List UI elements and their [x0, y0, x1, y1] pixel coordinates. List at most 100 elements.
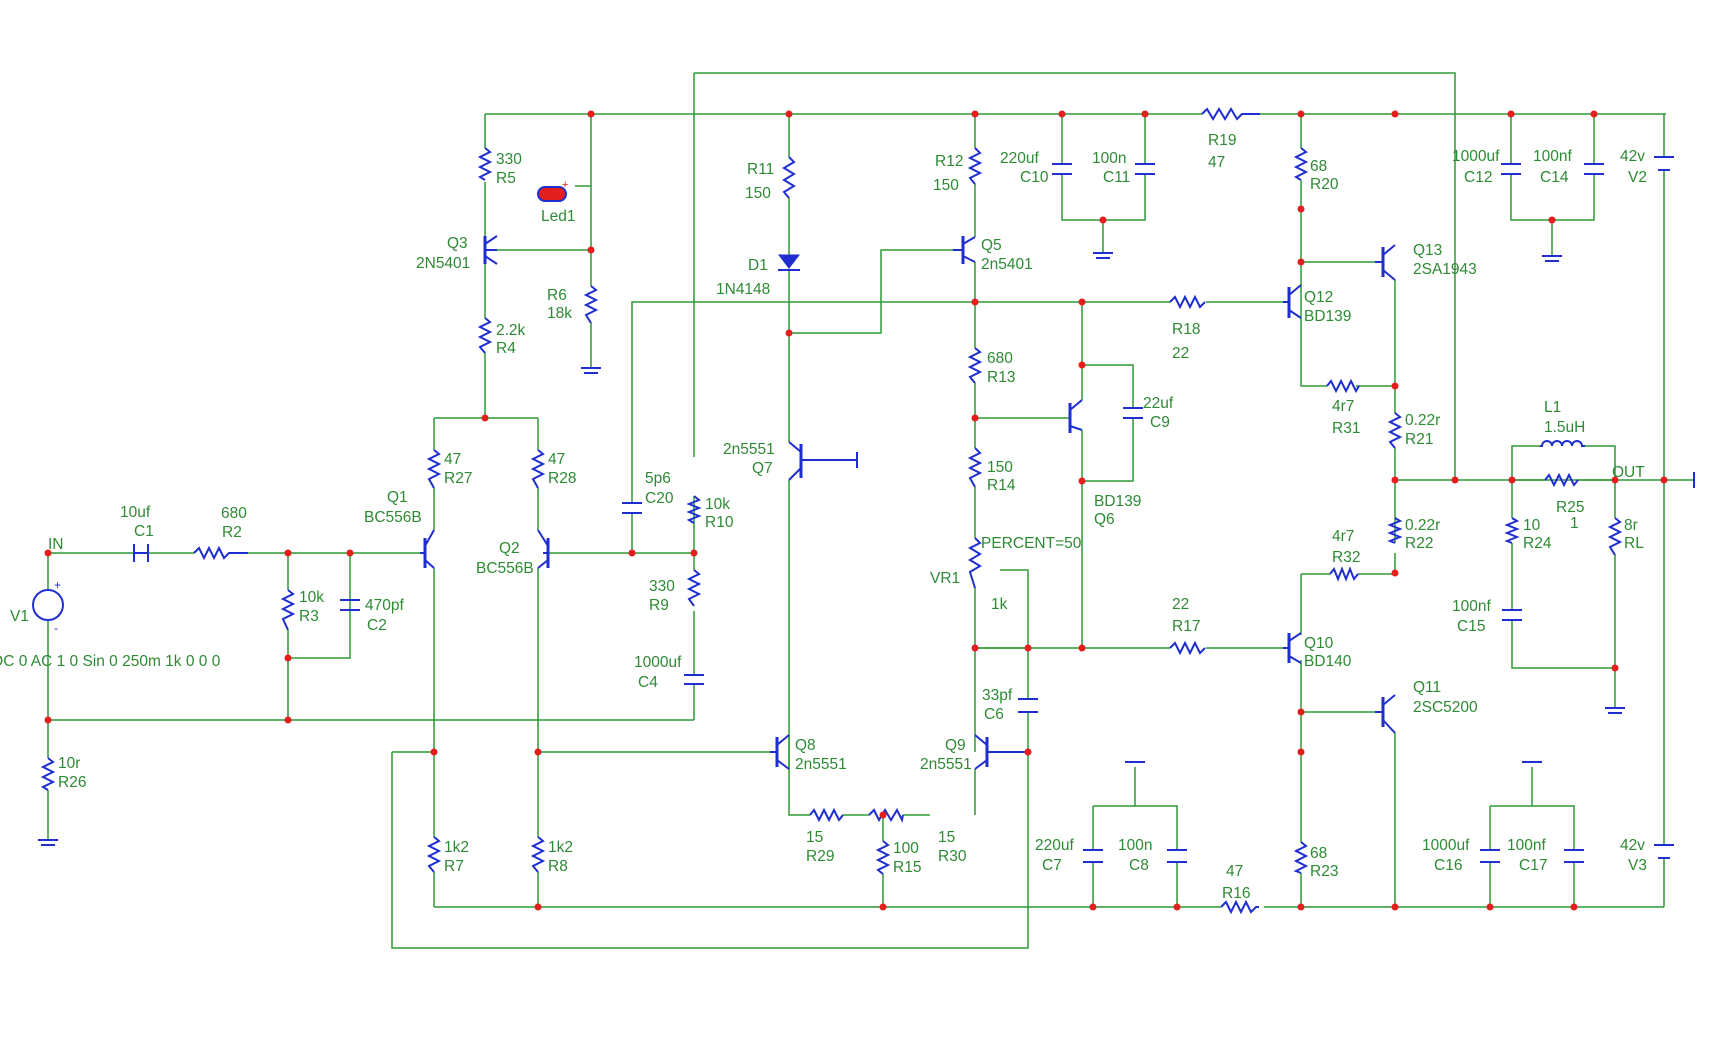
battery-V2 [1654, 156, 1674, 171]
label-v3: V3 [1628, 857, 1647, 874]
transistor-Q12 [1283, 284, 1302, 319]
resistor-R31 [1326, 378, 1360, 394]
ground-icon [38, 839, 58, 846]
label-d1-val: 1N4148 [716, 281, 770, 298]
label-r23: R23 [1310, 863, 1338, 880]
resistor-R17 [1169, 640, 1206, 656]
transistor-Q8 [770, 734, 790, 770]
label-c4: C4 [638, 674, 658, 691]
label-q8: Q8 [795, 737, 816, 754]
transistors [420, 235, 1396, 770]
capacitor-C17 [1564, 849, 1584, 863]
label-q3-val: 2N5401 [416, 255, 470, 272]
labels: IN OUT DC 0 AC 1 0 Sin 0 250m 1k 0 0 0 P… [0, 132, 1647, 902]
label-r14: R14 [987, 477, 1016, 494]
label-q11-val: 2SC5200 [1413, 699, 1478, 716]
label-r26: R26 [58, 774, 86, 791]
label-c14-val: 100nf [1533, 148, 1572, 165]
label-l1: L1 [1544, 399, 1561, 416]
label-r2: R2 [222, 524, 242, 541]
resistor-R28 [530, 449, 546, 489]
label-q7: Q7 [752, 460, 773, 477]
label-r5-val: 330 [496, 151, 522, 168]
label-q12: Q12 [1304, 289, 1333, 306]
resistor-R30 [868, 807, 904, 824]
transistor-Q11 [1375, 694, 1396, 734]
label-q2: Q2 [499, 540, 520, 557]
label-q8-val: 2n5551 [795, 756, 847, 773]
label-r25: R25 [1556, 499, 1584, 516]
label-c20-val: 5p6 [645, 470, 671, 487]
label-v3-val: 42v [1620, 837, 1645, 854]
label-r8: R8 [548, 858, 568, 875]
label-q2-val: BC556B [476, 560, 534, 577]
label-q7-val: 2n5551 [723, 441, 775, 458]
label-c8-val: 100n [1118, 837, 1152, 854]
label-q6-val: BD139 [1094, 493, 1141, 510]
resistor-R4 [477, 317, 493, 354]
label-r16-val: 47 [1226, 863, 1243, 880]
label-d1: D1 [748, 257, 768, 274]
resistor-R27 [426, 449, 442, 489]
transistor-Q2 [537, 529, 550, 569]
label-r13-val: 680 [987, 350, 1013, 367]
resistor-R14 [967, 447, 983, 488]
label-r16: R16 [1222, 885, 1250, 902]
resistor-R6 [583, 285, 599, 324]
label-r29: R29 [806, 848, 834, 865]
label-v2-val: 42v [1620, 148, 1645, 165]
label-c6: C6 [984, 706, 1004, 723]
label-c2-val: 470pf [365, 597, 404, 614]
resistor-R23 [1293, 841, 1309, 874]
label-c15-val: 100nf [1452, 598, 1491, 615]
label-r6: R6 [547, 287, 567, 304]
resistor-R29 [809, 807, 844, 823]
label-r30: R30 [938, 848, 967, 865]
ground-icon [581, 367, 601, 374]
resistor-R15 [875, 840, 891, 875]
label-r11: R11 [747, 161, 774, 178]
capacitor-C2 [340, 599, 360, 611]
label-c16-val: 1000uf [1422, 837, 1470, 854]
ground-symbols [38, 252, 1695, 846]
label-r6-val: 18k [547, 305, 572, 322]
capacitor-C9 [1123, 407, 1143, 419]
source-V1: + - [32, 578, 64, 635]
label-q1-val: BC556B [364, 509, 422, 526]
label-q12-val: BD139 [1304, 308, 1351, 325]
label-r2-val: 680 [221, 505, 247, 522]
transistor-Q9 [974, 734, 1028, 770]
label-r29-val: 15 [806, 829, 823, 846]
label-q13-val: 2SA1943 [1413, 261, 1477, 278]
label-c17: C17 [1519, 857, 1547, 874]
label-c11-val: 100n [1092, 150, 1126, 167]
resistor-RL [1607, 517, 1623, 556]
resistor-R12 [967, 147, 983, 185]
resistor-R25 [1544, 472, 1579, 488]
in-label: IN [48, 536, 64, 553]
label-r3: R3 [299, 608, 319, 625]
label-c1: C1 [134, 523, 154, 540]
label-c9: C9 [1150, 414, 1170, 431]
label-c17-val: 100nf [1507, 837, 1546, 854]
diode-D1 [777, 254, 801, 271]
label-r4-val: 2.2k [496, 322, 526, 339]
label-c7: C7 [1042, 857, 1062, 874]
label-q9: Q9 [945, 737, 966, 754]
resistor-R9 [686, 569, 702, 607]
resistor-R16 [1220, 899, 1259, 915]
capacitor-C4 [684, 674, 704, 685]
transistor-Q1 [420, 529, 435, 569]
capacitor-C1 [133, 544, 149, 562]
capacitor-C14 [1584, 163, 1604, 175]
capacitor-C10 [1052, 163, 1072, 175]
label-r30-val: 15 [938, 829, 955, 846]
capacitor-C20 [622, 502, 642, 514]
label-c10: C10 [1020, 169, 1049, 186]
label-r28: R28 [548, 470, 576, 487]
svg-text:+: + [54, 578, 61, 592]
label-r24-val: 10 [1523, 517, 1541, 534]
label-c9-val: 22uf [1143, 395, 1174, 412]
label-r28-val: 47 [548, 451, 565, 468]
